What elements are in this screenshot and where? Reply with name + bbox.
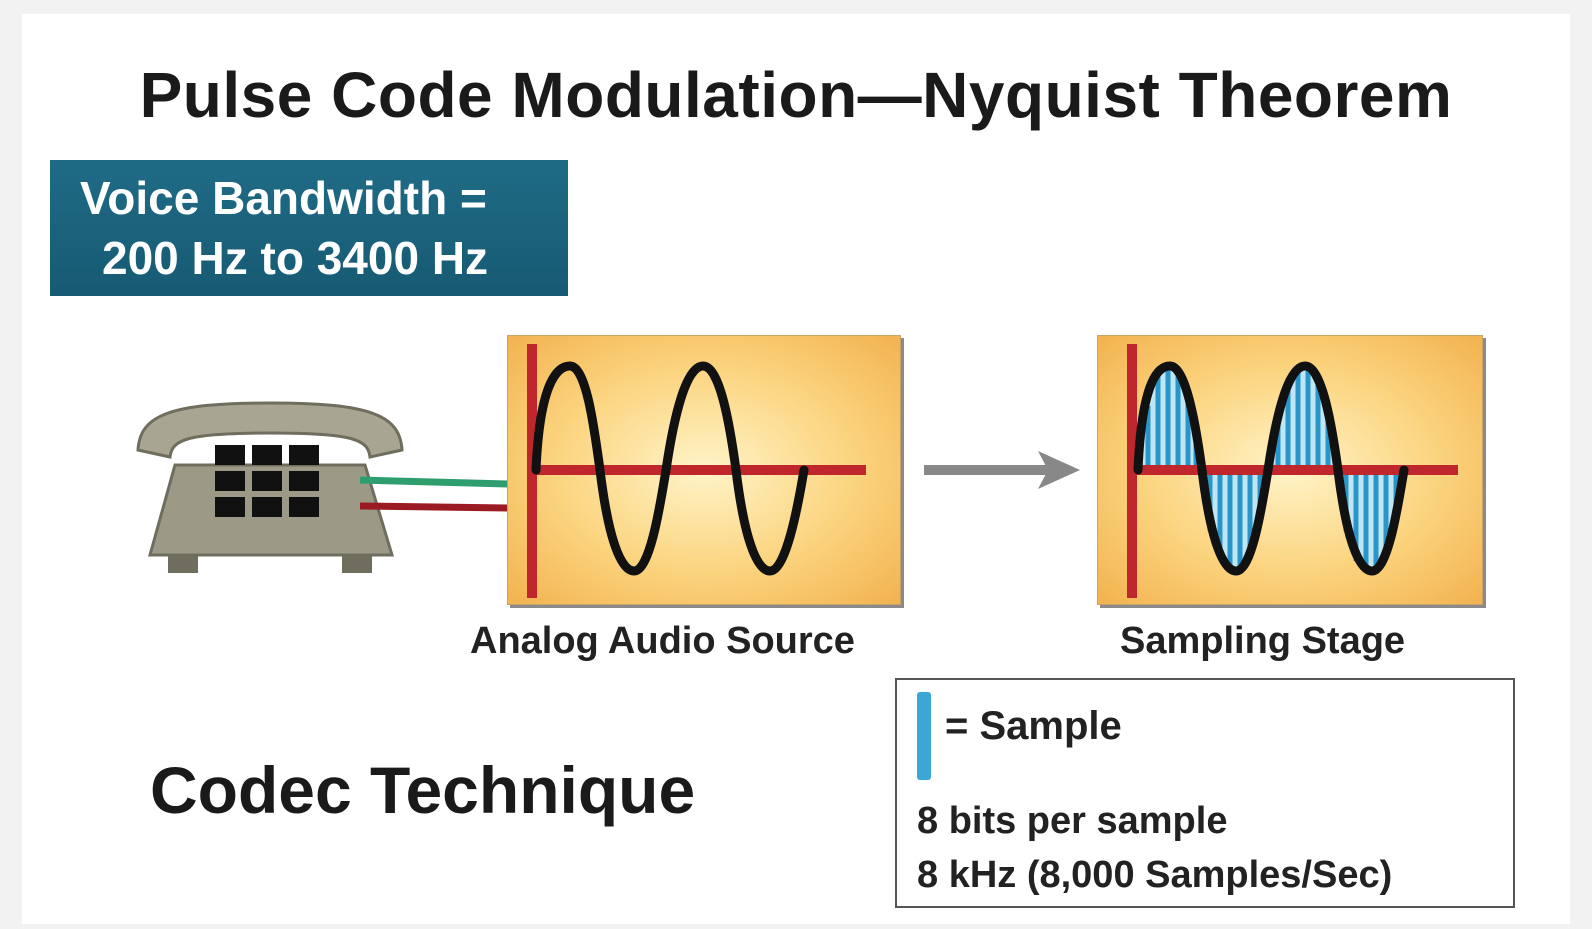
sampled-wave [1133,361,1409,576]
analog-audio-caption: Analog Audio Source [470,620,855,662]
arrow-right-icon [920,445,1085,500]
bandwidth-line-1: Voice Bandwidth = [80,172,487,224]
bits-per-sample-text: 8 bits per sample [917,800,1228,842]
sample-swatch [917,692,931,780]
sampling-stage-panel [1097,335,1483,605]
telephone-icon [130,395,410,585]
sample-rate-text: 8 kHz (8,000 Samples/Sec) [917,854,1393,896]
diagram-title: Pulse Code Modulation—Nyquist Theorem [139,59,1453,131]
voice-bandwidth-box: Voice Bandwidth = 200 Hz to 3400 Hz [50,160,568,296]
sample-legend-box: = Sample 8 bits per sample 8 kHz (8,000 … [895,678,1515,908]
phone-wires [359,470,510,525]
analog-wave [531,361,809,576]
sampling-stage-caption: Sampling Stage [1120,620,1406,662]
codec-technique-label: Codec Technique [150,753,696,827]
analog-audio-panel [507,335,901,605]
bandwidth-line-2: 200 Hz to 3400 Hz [102,232,489,284]
sample-legend-label: = Sample [945,704,1122,748]
